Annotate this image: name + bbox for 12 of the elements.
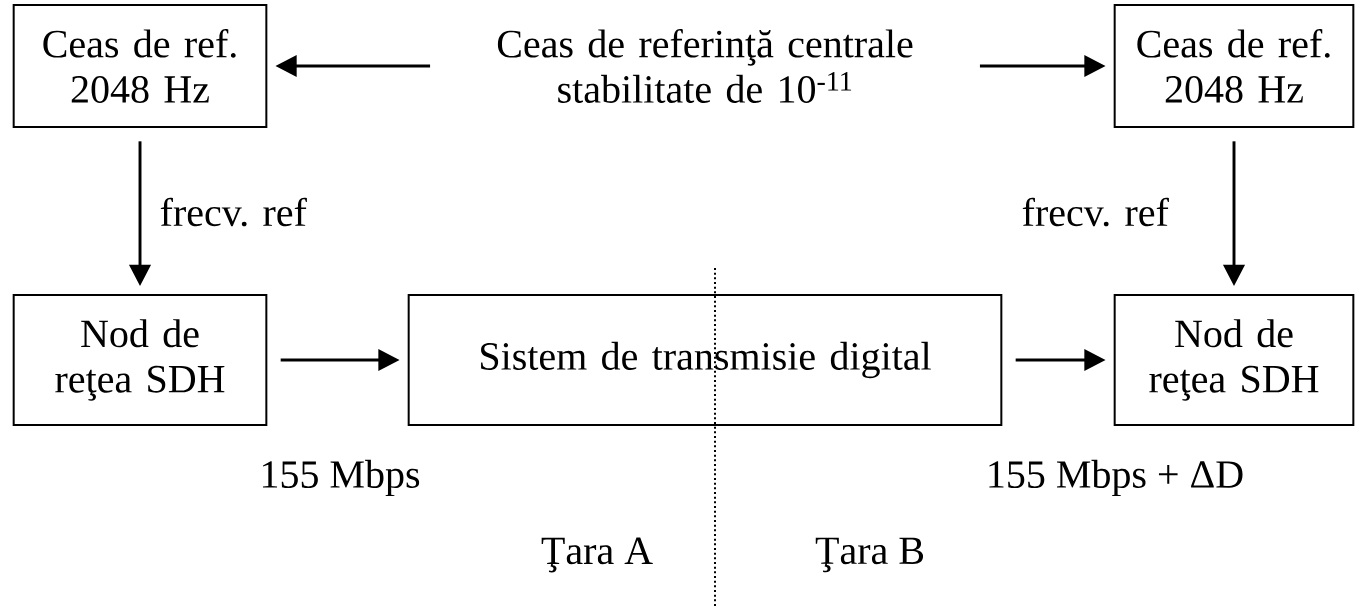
process-box: Nod de reţea SDH	[12, 294, 268, 426]
caption-text: Ceas de referinţă centrale stabilitate de 10$^{-11}$	[497, 29, 913, 103]
text-label: Ţara A	[541, 537, 653, 573]
process-box: Nod de reţea SDH	[1113, 294, 1355, 426]
text-label: 155 Mbps + ΔD	[989, 459, 1243, 497]
text-label: 155 Mbps	[262, 459, 420, 497]
edge-label: frecv. ref	[1020, 196, 1171, 228]
text-label: Ţara B	[815, 537, 924, 573]
edge-label: frecv. ref	[158, 196, 309, 228]
process-box: Sistem de transmisie digital	[407, 294, 1003, 426]
process-box: Ceas de ref. 2048 Hz	[12, 4, 268, 128]
process-box: Ceas de ref. 2048 Hz	[1113, 4, 1355, 128]
